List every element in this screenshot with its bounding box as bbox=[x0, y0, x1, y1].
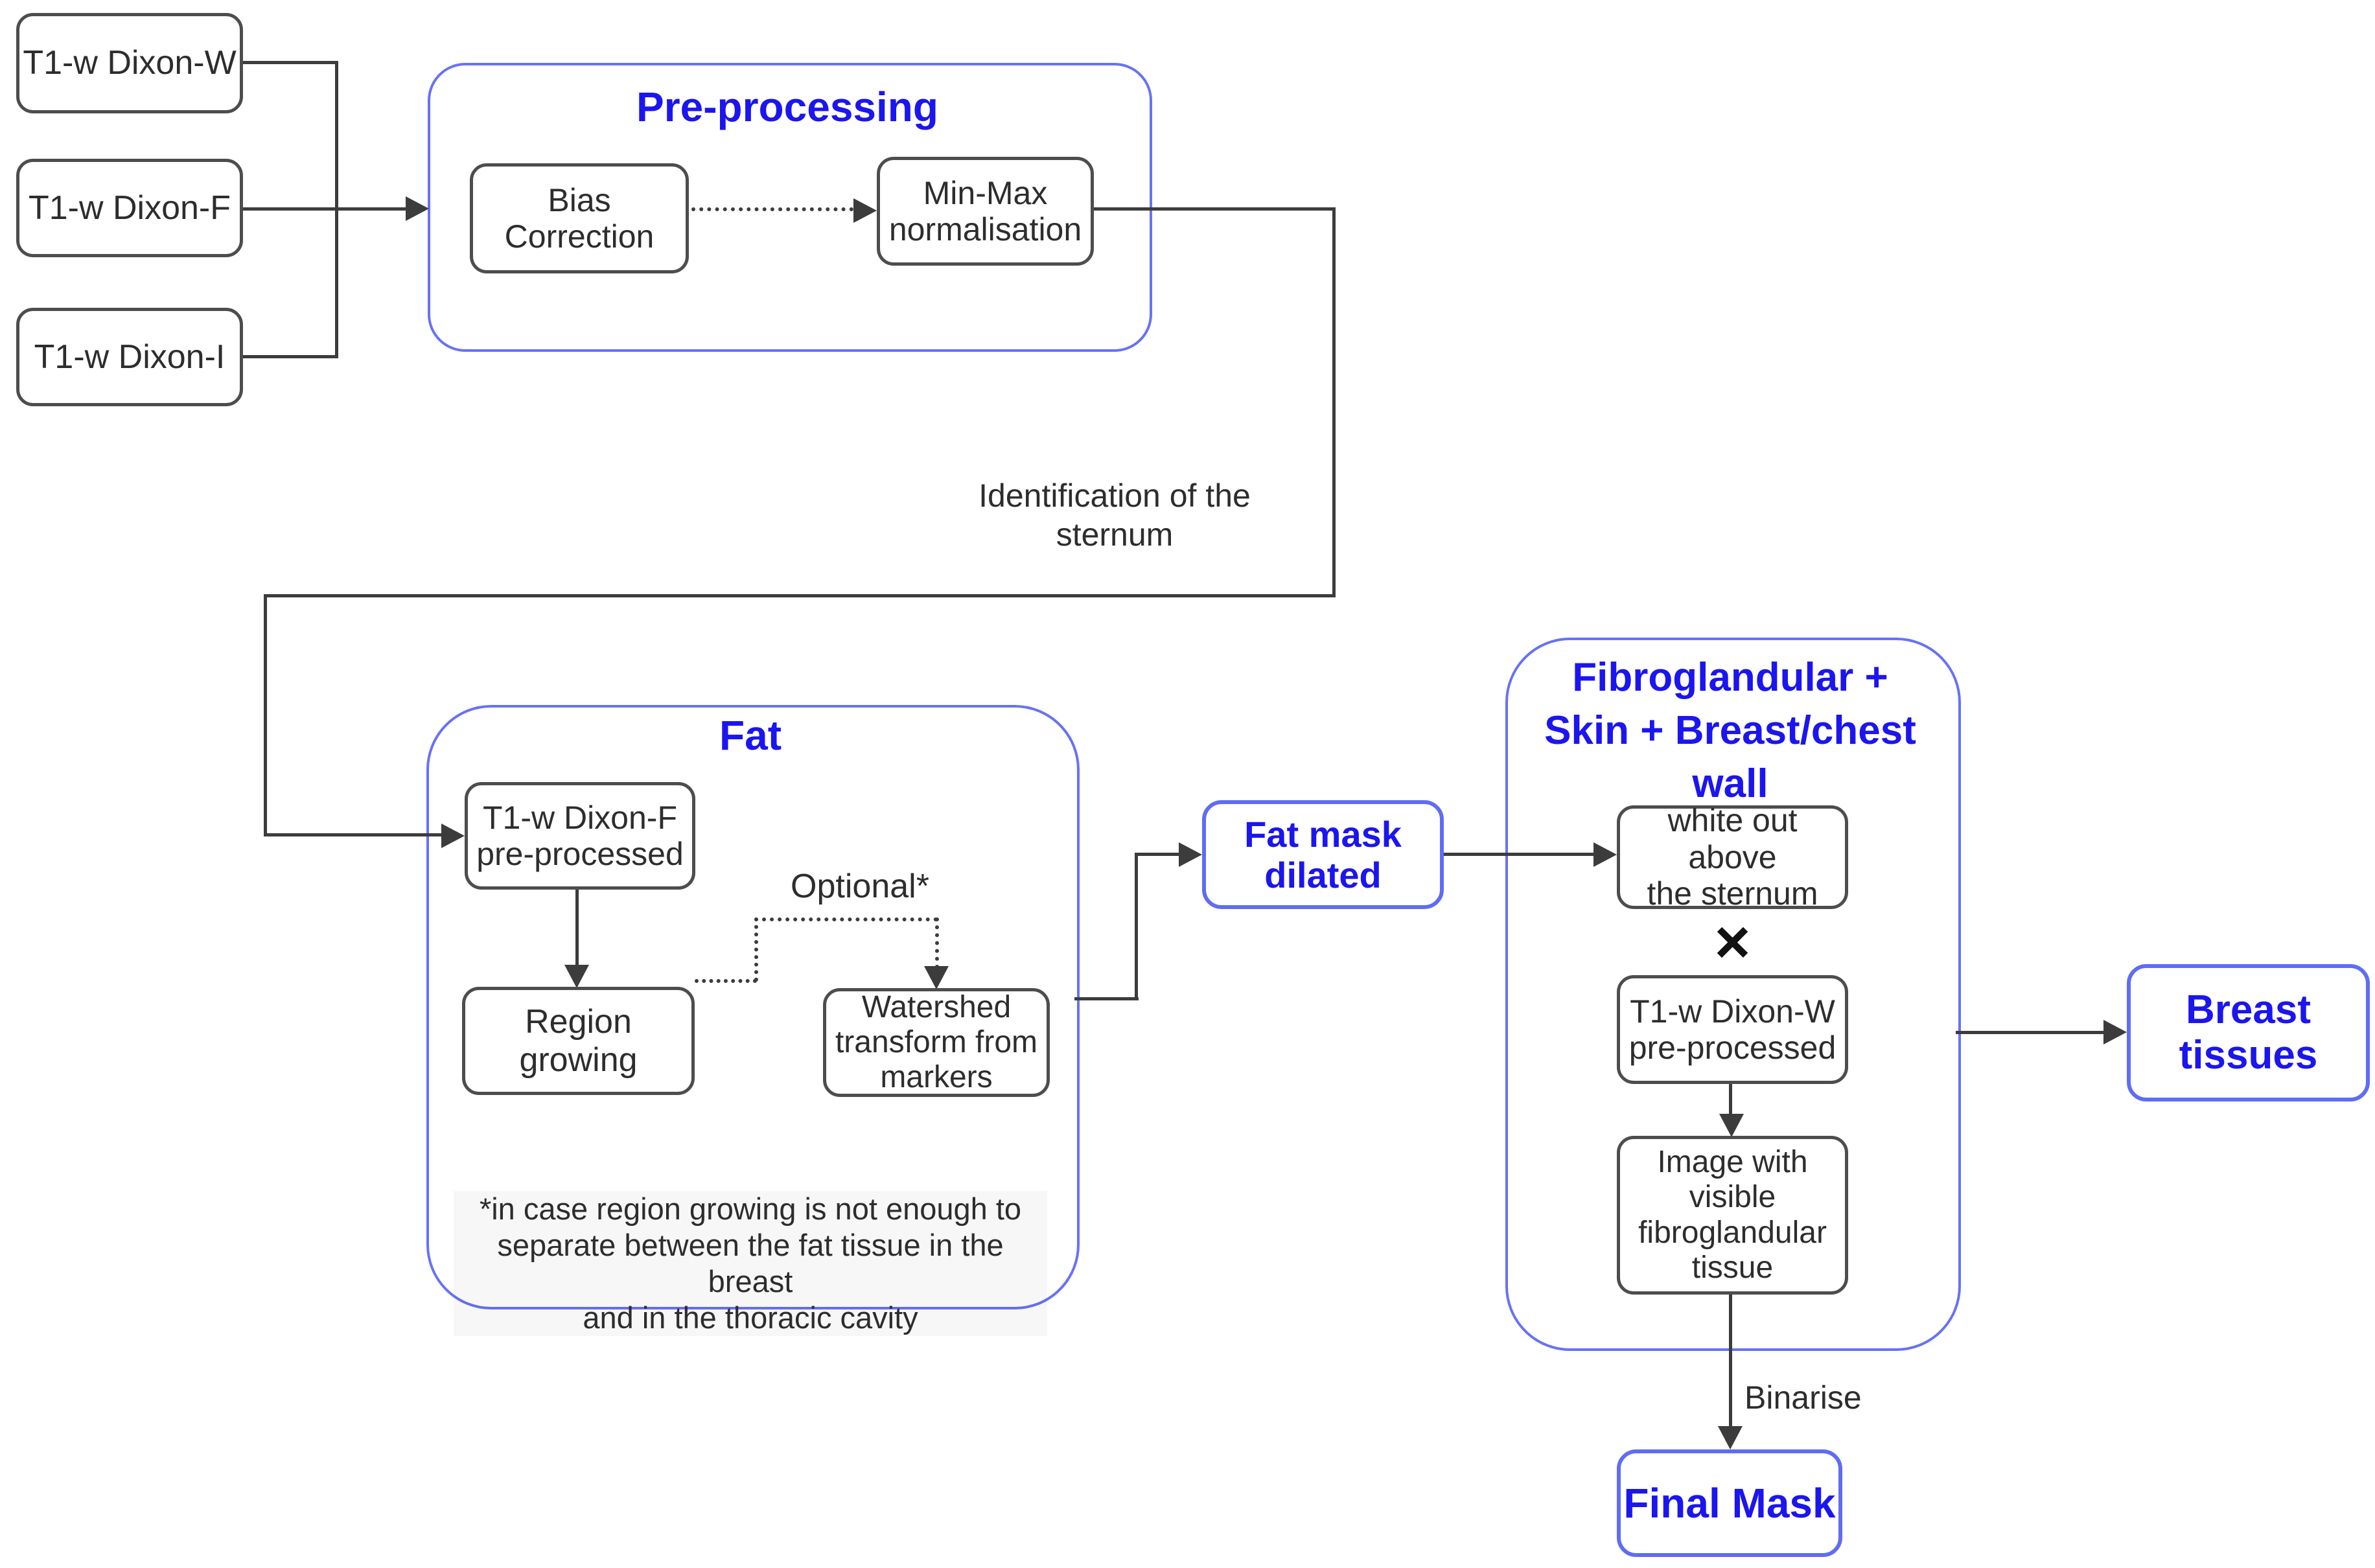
node-watershed-transform-label: Watershed transform from markers bbox=[835, 989, 1038, 1095]
connector-line bbox=[575, 890, 579, 967]
node-watershed-transform: Watershed transform from markers bbox=[823, 988, 1050, 1097]
node-dixon-f-preprocessed: T1-w Dixon-F pre-processed bbox=[465, 782, 695, 890]
fat-title: Fat bbox=[719, 712, 782, 759]
arrowhead-into-breast-tissues bbox=[2103, 1020, 2127, 1044]
connector-line bbox=[1135, 853, 1138, 1000]
arrowhead-into-image bbox=[1719, 1114, 1744, 1137]
node-t1w-dixon-f: T1-w Dixon-F bbox=[16, 159, 243, 257]
connector-line bbox=[1444, 853, 1596, 856]
node-fat-mask-dilated: Fat mask dilated bbox=[1202, 800, 1444, 909]
node-whiteout-sternum: white out above the sternum bbox=[1617, 802, 1848, 912]
node-breast-tissues-label: Breast tissues bbox=[2179, 987, 2318, 1078]
arrowhead-into-whiteout bbox=[1593, 842, 1617, 867]
dotted-connector bbox=[754, 917, 758, 982]
node-bias-correction: Bias Correction bbox=[470, 163, 689, 273]
node-dixon-f-preprocessed-label: T1-w Dixon-F pre-processed bbox=[476, 799, 684, 873]
connector-line bbox=[243, 61, 338, 64]
preprocessing-title: Pre-processing bbox=[636, 84, 938, 130]
node-whiteout-sternum-label: white out above the sternum bbox=[1647, 802, 1818, 912]
sternum-identification-note: Identification of the sternum bbox=[979, 478, 1251, 553]
dotted-connector bbox=[691, 207, 853, 211]
arrowhead-into-fat-mask bbox=[1179, 842, 1202, 867]
connector-line bbox=[264, 594, 267, 836]
connector-line bbox=[1332, 207, 1336, 597]
node-fat-mask-dilated-label: Fat mask dilated bbox=[1244, 813, 1402, 895]
fat-footnote: *in case region growing is not enough to… bbox=[454, 1191, 1047, 1336]
node-bias-correction-label: Bias Correction bbox=[504, 181, 655, 255]
arrowhead-into-region-growing bbox=[564, 965, 589, 988]
node-t1w-dixon-w-label: T1-w Dixon-W bbox=[23, 44, 237, 82]
arrowhead-into-minmax bbox=[853, 198, 877, 223]
optional-note: Optional* bbox=[791, 868, 929, 905]
dotted-connector bbox=[695, 979, 757, 983]
node-image-fibroglandular: Image with visible fibroglandular tissue bbox=[1617, 1136, 1848, 1295]
multiply-operator: × bbox=[1714, 907, 1751, 976]
connector-line bbox=[1135, 853, 1181, 856]
connector-line bbox=[1956, 1031, 2106, 1034]
connector-line bbox=[264, 594, 1336, 597]
node-dixon-w-preprocessed-label: T1-w Dixon-W pre-processed bbox=[1628, 993, 1836, 1066]
connector-line bbox=[264, 833, 444, 836]
node-region-growing: Region growing bbox=[462, 987, 695, 1095]
binarise-label: Binarise bbox=[1744, 1379, 1862, 1416]
connector-line bbox=[1074, 997, 1139, 1000]
arrowhead-into-watershed bbox=[924, 966, 949, 989]
node-final-mask-label: Final Mask bbox=[1623, 1479, 1836, 1527]
node-dixon-w-preprocessed: T1-w Dixon-W pre-processed bbox=[1617, 975, 1848, 1084]
node-minmax-normalisation-label: Min-Max normalisation bbox=[888, 174, 1082, 248]
node-minmax-normalisation: Min-Max normalisation bbox=[877, 157, 1094, 266]
fibroglandular-title: Fibroglandular + Skin + Breast/chest wal… bbox=[1544, 655, 1916, 806]
node-t1w-dixon-w: T1-w Dixon-W bbox=[16, 13, 243, 113]
connector-line bbox=[243, 207, 408, 211]
arrowhead-into-final-mask bbox=[1718, 1426, 1743, 1449]
arrowhead-into-fat-input bbox=[441, 824, 465, 848]
node-t1w-dixon-f-label: T1-w Dixon-F bbox=[28, 189, 231, 227]
dotted-connector bbox=[754, 917, 938, 921]
dotted-connector bbox=[935, 917, 939, 969]
node-t1w-dixon-i-label: T1-w Dixon-I bbox=[34, 338, 226, 376]
arrowhead-into-preprocessing bbox=[406, 196, 429, 221]
node-final-mask: Final Mask bbox=[1617, 1449, 1842, 1557]
connector-line bbox=[1729, 1084, 1732, 1116]
connector-line bbox=[1094, 207, 1335, 211]
node-image-fibroglandular-label: Image with visible fibroglandular tissue bbox=[1638, 1145, 1827, 1285]
node-breast-tissues: Breast tissues bbox=[2127, 964, 2370, 1101]
connector-line bbox=[1729, 1295, 1732, 1429]
node-t1w-dixon-i: T1-w Dixon-I bbox=[16, 308, 243, 406]
node-region-growing-label: Region growing bbox=[519, 1002, 638, 1079]
connector-line bbox=[243, 355, 338, 358]
